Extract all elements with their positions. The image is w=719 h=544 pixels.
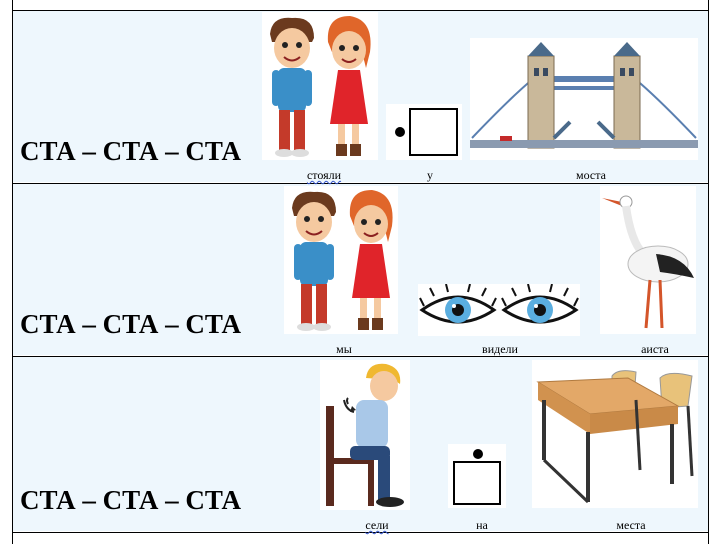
table-border-top [12, 10, 709, 11]
caption-row-1-word-2: у [427, 168, 433, 182]
preposition-na-symbol-picture [448, 444, 506, 508]
school-desk-with-chairs-picture [532, 360, 698, 508]
table-border-left [12, 0, 13, 544]
caption-row-2-word-2: видели [482, 342, 518, 356]
boy-sitting-on-chair-picture [320, 360, 410, 510]
caption-row-3-word-2: на [476, 518, 488, 532]
caption-row-2-word-3: аиста [641, 342, 669, 356]
boy-and-girl-standing-picture [262, 12, 378, 160]
table-border-row-1 [12, 183, 709, 184]
chant-text-row-1: СТА – СТА – СТА [20, 136, 241, 166]
white-stork-picture [600, 186, 696, 334]
caption-row-1-word-3: моста [576, 168, 606, 182]
caption-row-2-word-1: мы [336, 342, 352, 356]
table-border-right [708, 0, 709, 544]
boy-and-girl-picture [284, 186, 398, 334]
chant-text-row-3: СТА – СТА – СТА [20, 485, 241, 515]
caption-row-3-word-1: сели [365, 518, 389, 532]
tower-bridge-picture [470, 38, 698, 160]
caption-row-3-word-3: места [616, 518, 646, 532]
chant-text-row-2: СТА – СТА – СТА [20, 309, 241, 339]
table-border-row-2 [12, 356, 709, 357]
eyes-picture [418, 284, 580, 336]
preposition-u-symbol-picture [386, 104, 462, 160]
table-border-bottom [12, 532, 709, 533]
caption-row-1-word-1: стояли [306, 168, 342, 182]
